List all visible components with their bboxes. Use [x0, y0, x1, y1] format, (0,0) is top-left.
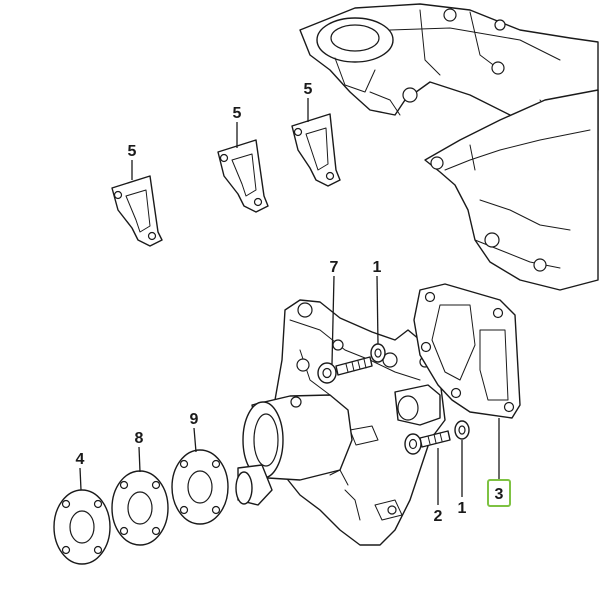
callout-gasket-4: 4 [76, 451, 85, 468]
callout-washer-1-bottom: 1 [458, 500, 467, 517]
bolt-7 [317, 356, 373, 384]
pump-outlet-pipe [235, 394, 353, 506]
leader-gasket-4 [79, 467, 82, 491]
callout-gasket-5b: 5 [233, 105, 242, 122]
gasket-5c [291, 113, 341, 187]
upper-manifold-casting [299, 3, 599, 171]
callout-labels: 5 5 5 7 1 9 8 4 2 1 3 [76, 81, 511, 525]
leader-lines [79, 98, 500, 505]
gasket-4 [53, 489, 111, 565]
gasket-5a [111, 175, 163, 247]
callout-gasket-8: 8 [135, 430, 144, 447]
callout-gasket-9: 9 [190, 411, 199, 428]
leader-washer-1-top [376, 275, 379, 345]
pump-gasket-3 [413, 283, 521, 419]
gasket-9 [171, 449, 229, 525]
gasket-5b [217, 139, 269, 213]
water-pump-body [269, 299, 446, 546]
bolt-2 [404, 430, 451, 455]
leader-bolt-7 [331, 275, 335, 365]
washer-1-top [370, 343, 386, 363]
gasket-8 [111, 470, 169, 546]
callout-pump-gasket-3[interactable]: 3 [495, 486, 504, 503]
leader-gasket-8 [138, 446, 141, 473]
callout-washer-1-top: 1 [373, 259, 382, 276]
callout-gasket-5c: 5 [304, 81, 313, 98]
timing-cover-bracket [424, 89, 599, 291]
washer-1-bottom [454, 420, 470, 440]
callout-bolt-7: 7 [330, 259, 339, 276]
callout-gasket-5a: 5 [128, 143, 137, 160]
callout-highlight-box[interactable] [487, 479, 511, 507]
leader-gasket-9 [193, 427, 197, 453]
callout-bolt-2: 2 [434, 508, 443, 525]
